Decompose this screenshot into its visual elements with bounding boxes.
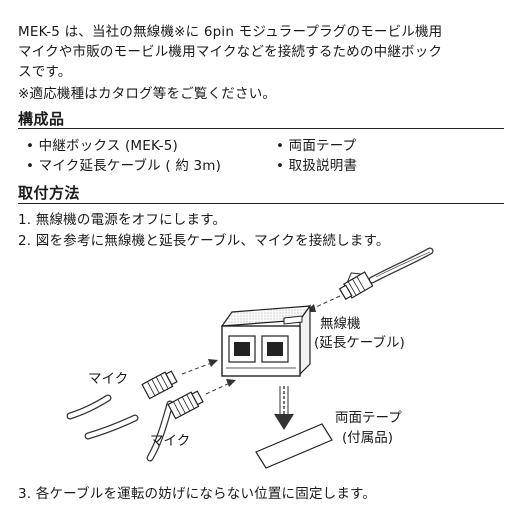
arrow-mic-2	[205, 379, 236, 395]
double-sided-tape	[255, 423, 333, 469]
contents-item: • 中継ボックス (MEK-5)	[26, 138, 178, 154]
label-radio-cable: (延長ケーブル)	[314, 334, 405, 351]
junction-box	[220, 304, 312, 377]
intro-line-2: マイクや市販のモービル機用マイクなどを接続するための中継ボック	[18, 44, 443, 60]
contents-item: • 取扱説明書	[276, 158, 358, 174]
mic-plug-1	[141, 370, 178, 400]
label-mic-2: マイク	[150, 433, 190, 449]
intro-line-1: MEK-5 は、当社の無線機※に 6pin モジュラープラグのモービル機用	[18, 24, 443, 40]
contents-divider	[18, 128, 504, 129]
connection-diagram: 無線機 (延長ケーブル) マイク マイク 両面テープ (付属品)	[66, 247, 434, 469]
label-radio: 無線機	[320, 316, 361, 332]
install-heading: 取付方法	[18, 184, 81, 202]
mic-cable-1	[66, 394, 112, 420]
label-tape-note: (付属品)	[342, 430, 393, 446]
contents-heading: 構成品	[18, 110, 65, 128]
radio-plug	[338, 271, 374, 301]
install-step-2: 2. 図を参考に無線機と延長ケーブル、マイクを接続します。	[18, 233, 390, 249]
label-tape: 両面テープ	[335, 410, 402, 426]
mic-cable-2	[84, 400, 174, 462]
contents-item: • マイク延長ケーブル ( 約 3m)	[26, 158, 222, 174]
install-step-3: 3. 各ケーブルを運転の妨げにならない位置に固定します。	[18, 486, 377, 502]
arrow-mic-1	[181, 359, 218, 375]
arrow-down	[274, 386, 294, 430]
contents-item: • 両面テープ	[276, 138, 357, 154]
intro-line-3: スです。	[18, 64, 72, 80]
intro-note: ※適応機種はカタログ等をご覧ください。	[18, 86, 277, 102]
label-mic-1: マイク	[88, 371, 128, 387]
install-step-1: 1. 無線機の電源をオフにします。	[18, 212, 227, 228]
extension-cable	[368, 247, 434, 284]
install-divider	[18, 203, 504, 204]
mic-plug-2	[167, 390, 204, 420]
